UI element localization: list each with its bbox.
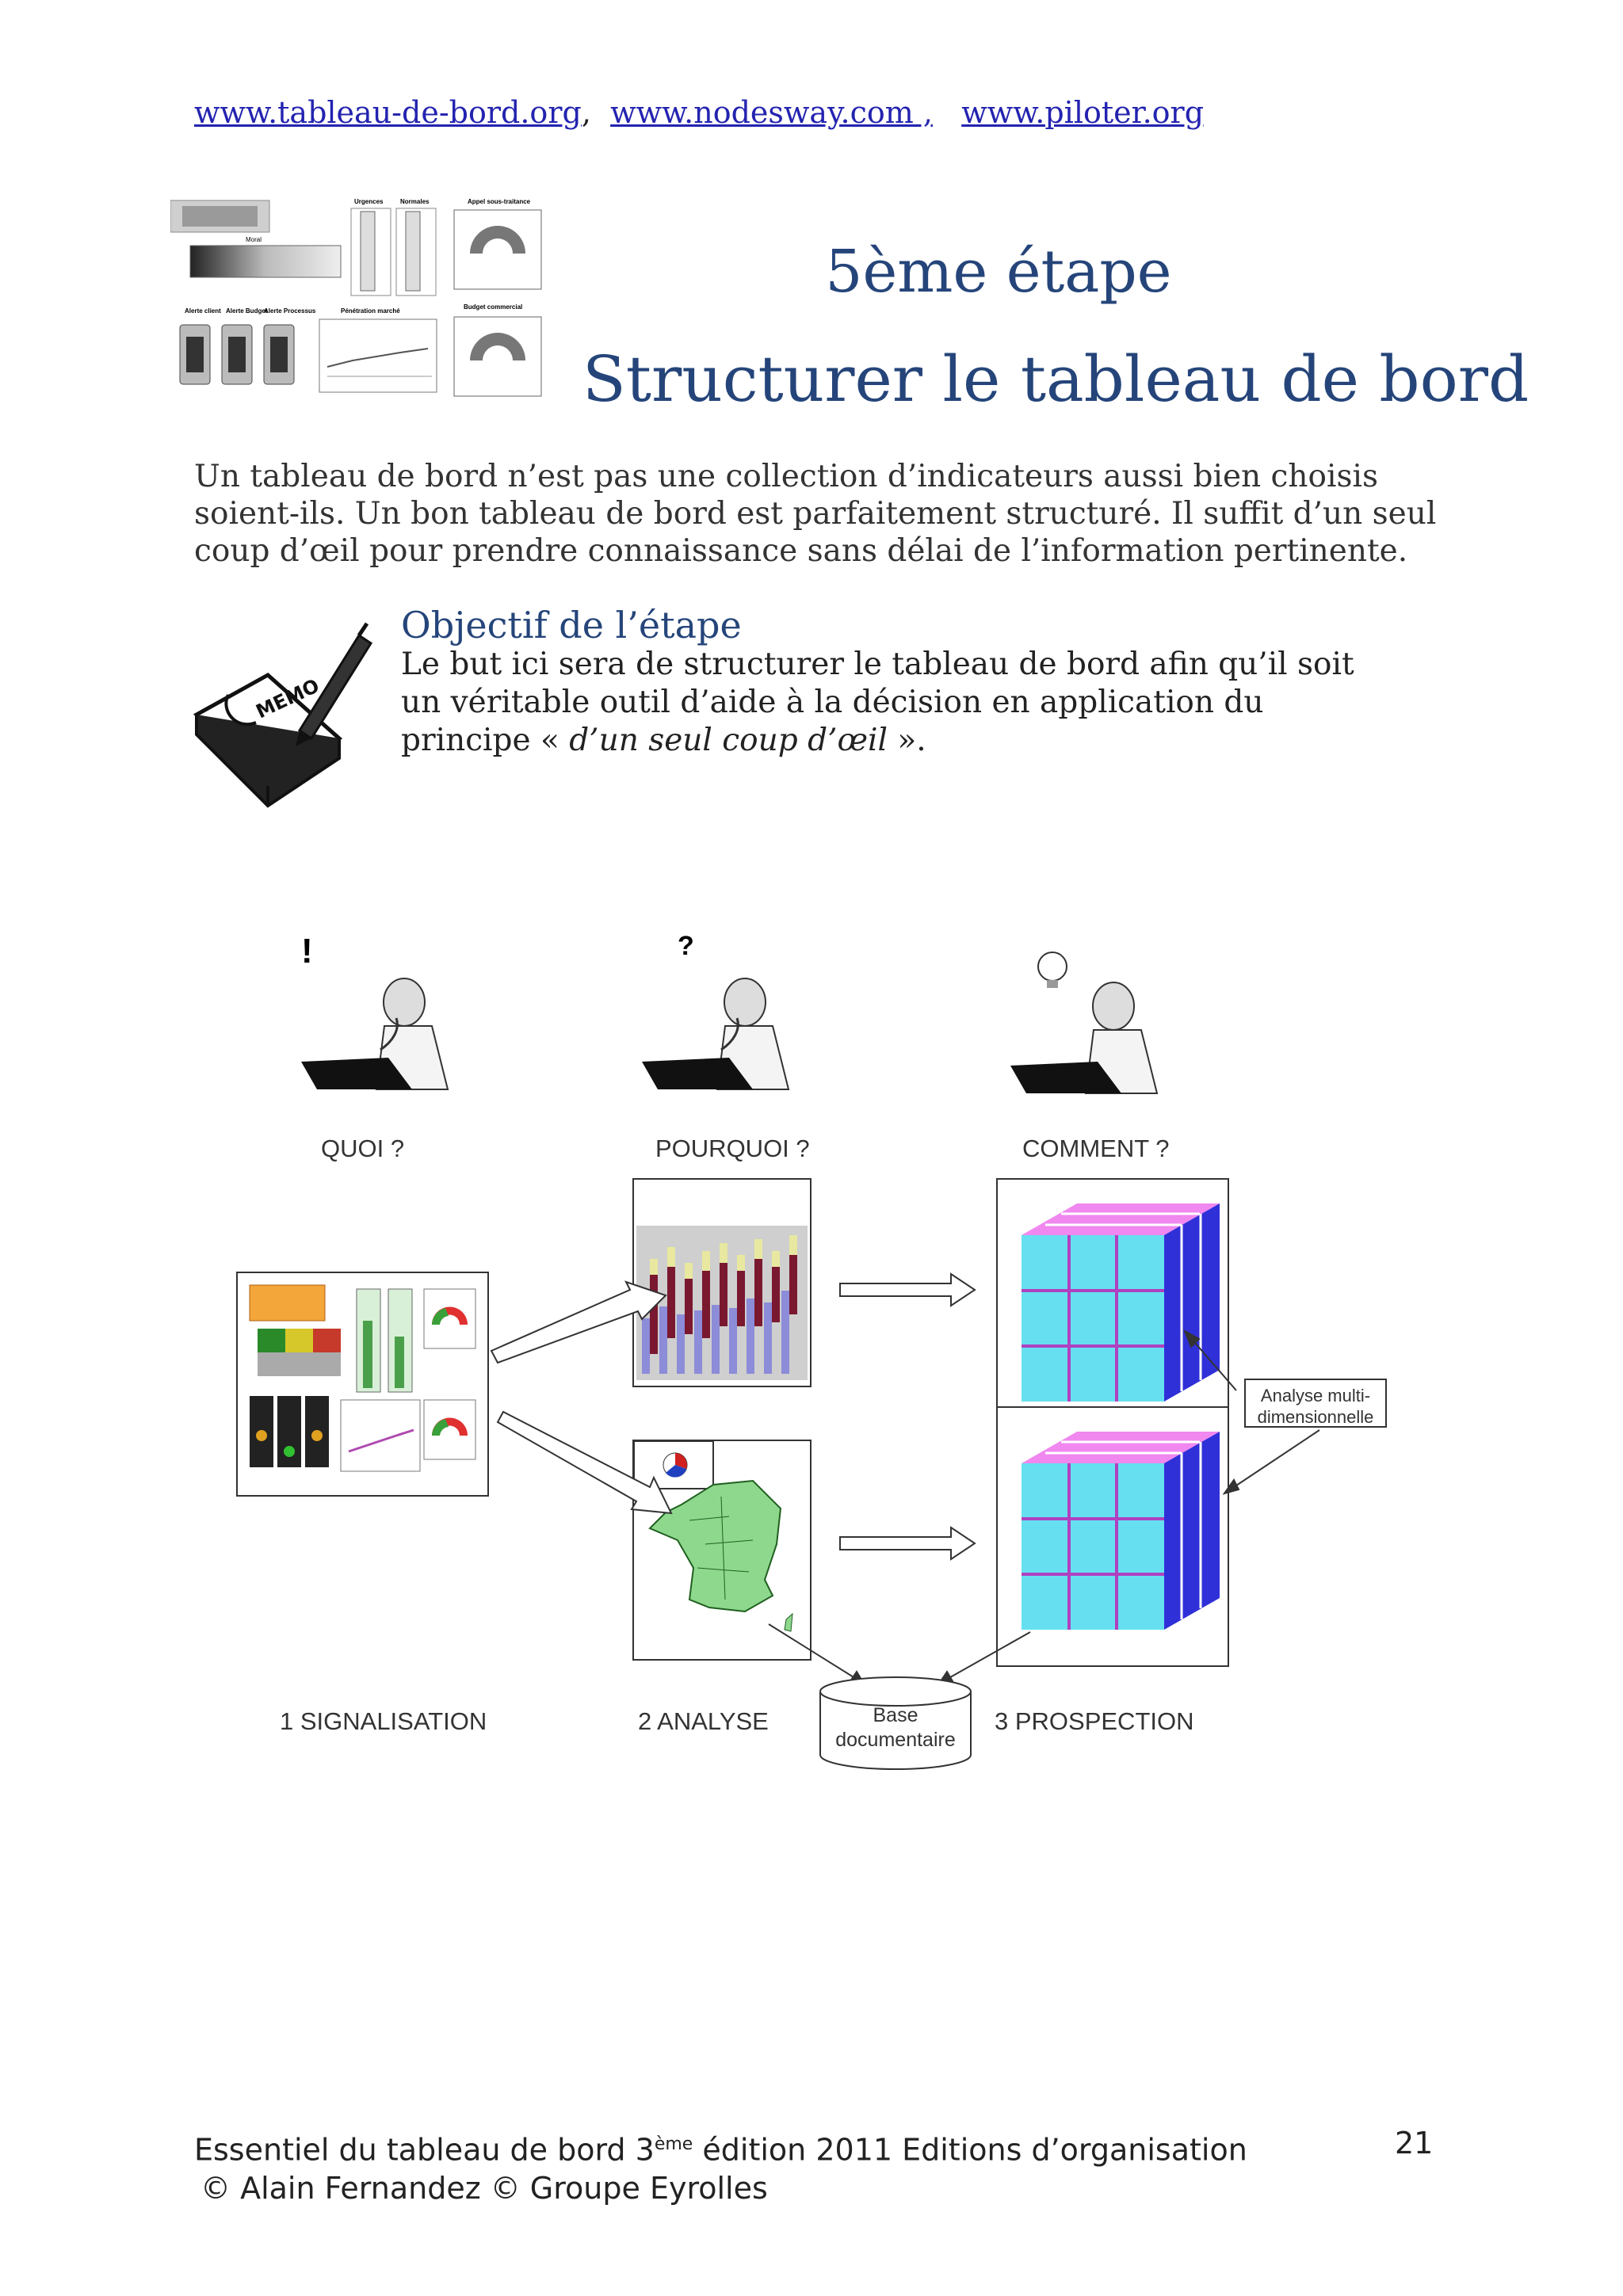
olap-cube-icon-top bbox=[1022, 1203, 1220, 1402]
signalisation-dashboard-box bbox=[236, 1272, 489, 1497]
person-thinking-icon-pourquoi: ? bbox=[642, 931, 790, 1090]
footer-copyright: © Alain Fernandez © Groupe Eyrolles bbox=[200, 2170, 768, 2206]
base-documentaire-label: Base documentaire bbox=[835, 1704, 956, 1751]
diagram-arrows bbox=[490, 1272, 1320, 1770]
dashboard-thumbnail: Moral Urgences Normales Appel sous-trait… bbox=[170, 198, 542, 397]
label-prospection: 3 PROSPECTION bbox=[995, 1707, 1194, 1735]
thumb-moral-label: Moral bbox=[246, 236, 262, 243]
exclamation-symbol: ! bbox=[301, 932, 313, 971]
person-idea-icon-comment bbox=[1010, 952, 1159, 1094]
france-map-image bbox=[633, 1440, 793, 1632]
signalisation-dashboard-image bbox=[249, 1284, 476, 1472]
question-symbol: ? bbox=[678, 931, 694, 961]
arrow-to-map bbox=[496, 1410, 673, 1515]
base-documentaire-cylinder bbox=[819, 1676, 972, 1770]
footer-edition: édition 2011 Editions d’organisation bbox=[693, 2132, 1247, 2168]
arrow-chart-to-cube bbox=[839, 1272, 976, 1307]
label-signalisation: 1 SIGNALISATION bbox=[280, 1707, 487, 1735]
thumb-alerte-budget: Alerte Budget bbox=[226, 307, 268, 315]
process-diagram: ! ? QUOI ? POURQUOI ? COMMENT ? bbox=[170, 911, 1454, 1798]
page-title: Structurer le tableau de bord bbox=[582, 342, 1529, 416]
arrow-to-chart bbox=[490, 1280, 667, 1364]
link-nodesway[interactable]: www.nodesway.com , bbox=[610, 95, 933, 130]
link-piloter[interactable]: www.piloter.org bbox=[961, 95, 1205, 130]
objective-heading: Objectif de l’étape bbox=[401, 604, 742, 646]
footer-edition-sup: ème bbox=[654, 2134, 693, 2154]
person-thinking-icon-quoi: ! bbox=[301, 932, 449, 1090]
page-number: 21 bbox=[1395, 2126, 1434, 2161]
thumb-alerte-client: Alerte client bbox=[185, 307, 221, 315]
label-analyse: 2 ANALYSE bbox=[638, 1707, 769, 1735]
thumb-penetration: Pénétration marché bbox=[341, 307, 400, 315]
footer-line1: Essentiel du tableau de bord 3ème éditio… bbox=[194, 2126, 1247, 2169]
prospection-cube-box-top bbox=[996, 1178, 1229, 1439]
thumb-budget-commercial: Budget commercial bbox=[464, 303, 522, 311]
thumb-appel-label: Appel sous-traitance bbox=[468, 198, 531, 205]
objective-text-end: ». bbox=[887, 723, 926, 758]
objective-text: Le but ici sera de structurer le tableau… bbox=[401, 646, 1400, 760]
arrow-map-to-cube bbox=[839, 1526, 976, 1561]
thumb-alerte-processus: Alerte Processus bbox=[264, 307, 316, 315]
header-links: www.tableau-de-bord.org, www.nodesway.co… bbox=[194, 95, 1204, 130]
analyse-map-box bbox=[632, 1440, 812, 1661]
label-quoi: QUOI ? bbox=[321, 1135, 405, 1162]
thumb-urgences-label: Urgences bbox=[354, 198, 384, 205]
label-comment: COMMENT ? bbox=[1022, 1135, 1170, 1162]
analyse-chart-box bbox=[632, 1178, 812, 1387]
olap-cube-icon-bottom bbox=[1022, 1432, 1220, 1630]
prospection-cube-box-bottom bbox=[996, 1406, 1229, 1667]
page-footer: Essentiel du tableau de bord 3ème éditio… bbox=[194, 2126, 1247, 2207]
footer-book-title: Essentiel du tableau de bord 3 bbox=[194, 2132, 655, 2168]
objective-text-start: Le but ici sera de structurer le tableau… bbox=[401, 646, 1354, 758]
step-title: 5ème étape bbox=[825, 238, 1172, 306]
intro-paragraph: Un tableau de bord n’est pas une collect… bbox=[194, 459, 1437, 569]
objective-text-emphasis: d’un seul coup d’œil bbox=[569, 723, 888, 758]
label-pourquoi: POURQUOI ? bbox=[655, 1135, 810, 1162]
link-separator: , bbox=[581, 95, 591, 130]
link-tableau-de-bord[interactable]: www.tableau-de-bord.org bbox=[194, 95, 582, 130]
memo-notepad-icon: MEMO bbox=[193, 622, 373, 808]
analyse-multidimensionnelle-label: Analyse multi-dimensionnelle bbox=[1244, 1379, 1387, 1428]
analyse-bar-chart-image bbox=[634, 1180, 810, 1380]
thumb-normales-label: Normales bbox=[400, 198, 430, 205]
